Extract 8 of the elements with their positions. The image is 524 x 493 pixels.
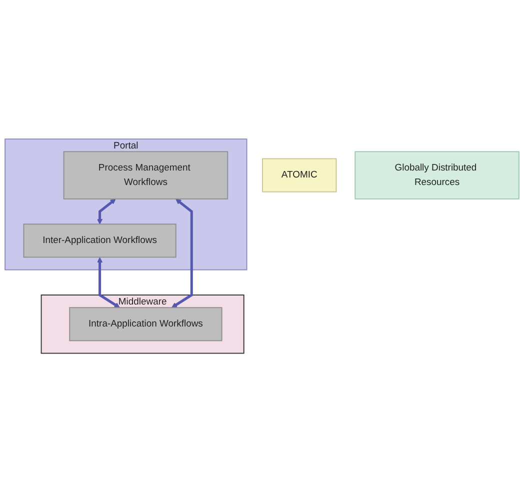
node-box: Inter-Application Workflows [23, 224, 176, 258]
node-box: Intra-Application Workflows [69, 307, 222, 342]
node-box: ATOMIC [262, 158, 337, 193]
node-box: Globally Distributed Resources [354, 152, 520, 200]
arrow [97, 258, 120, 308]
arrow [172, 199, 193, 308]
arrow [97, 199, 116, 225]
node-box: Process Management Workflows [63, 152, 228, 200]
